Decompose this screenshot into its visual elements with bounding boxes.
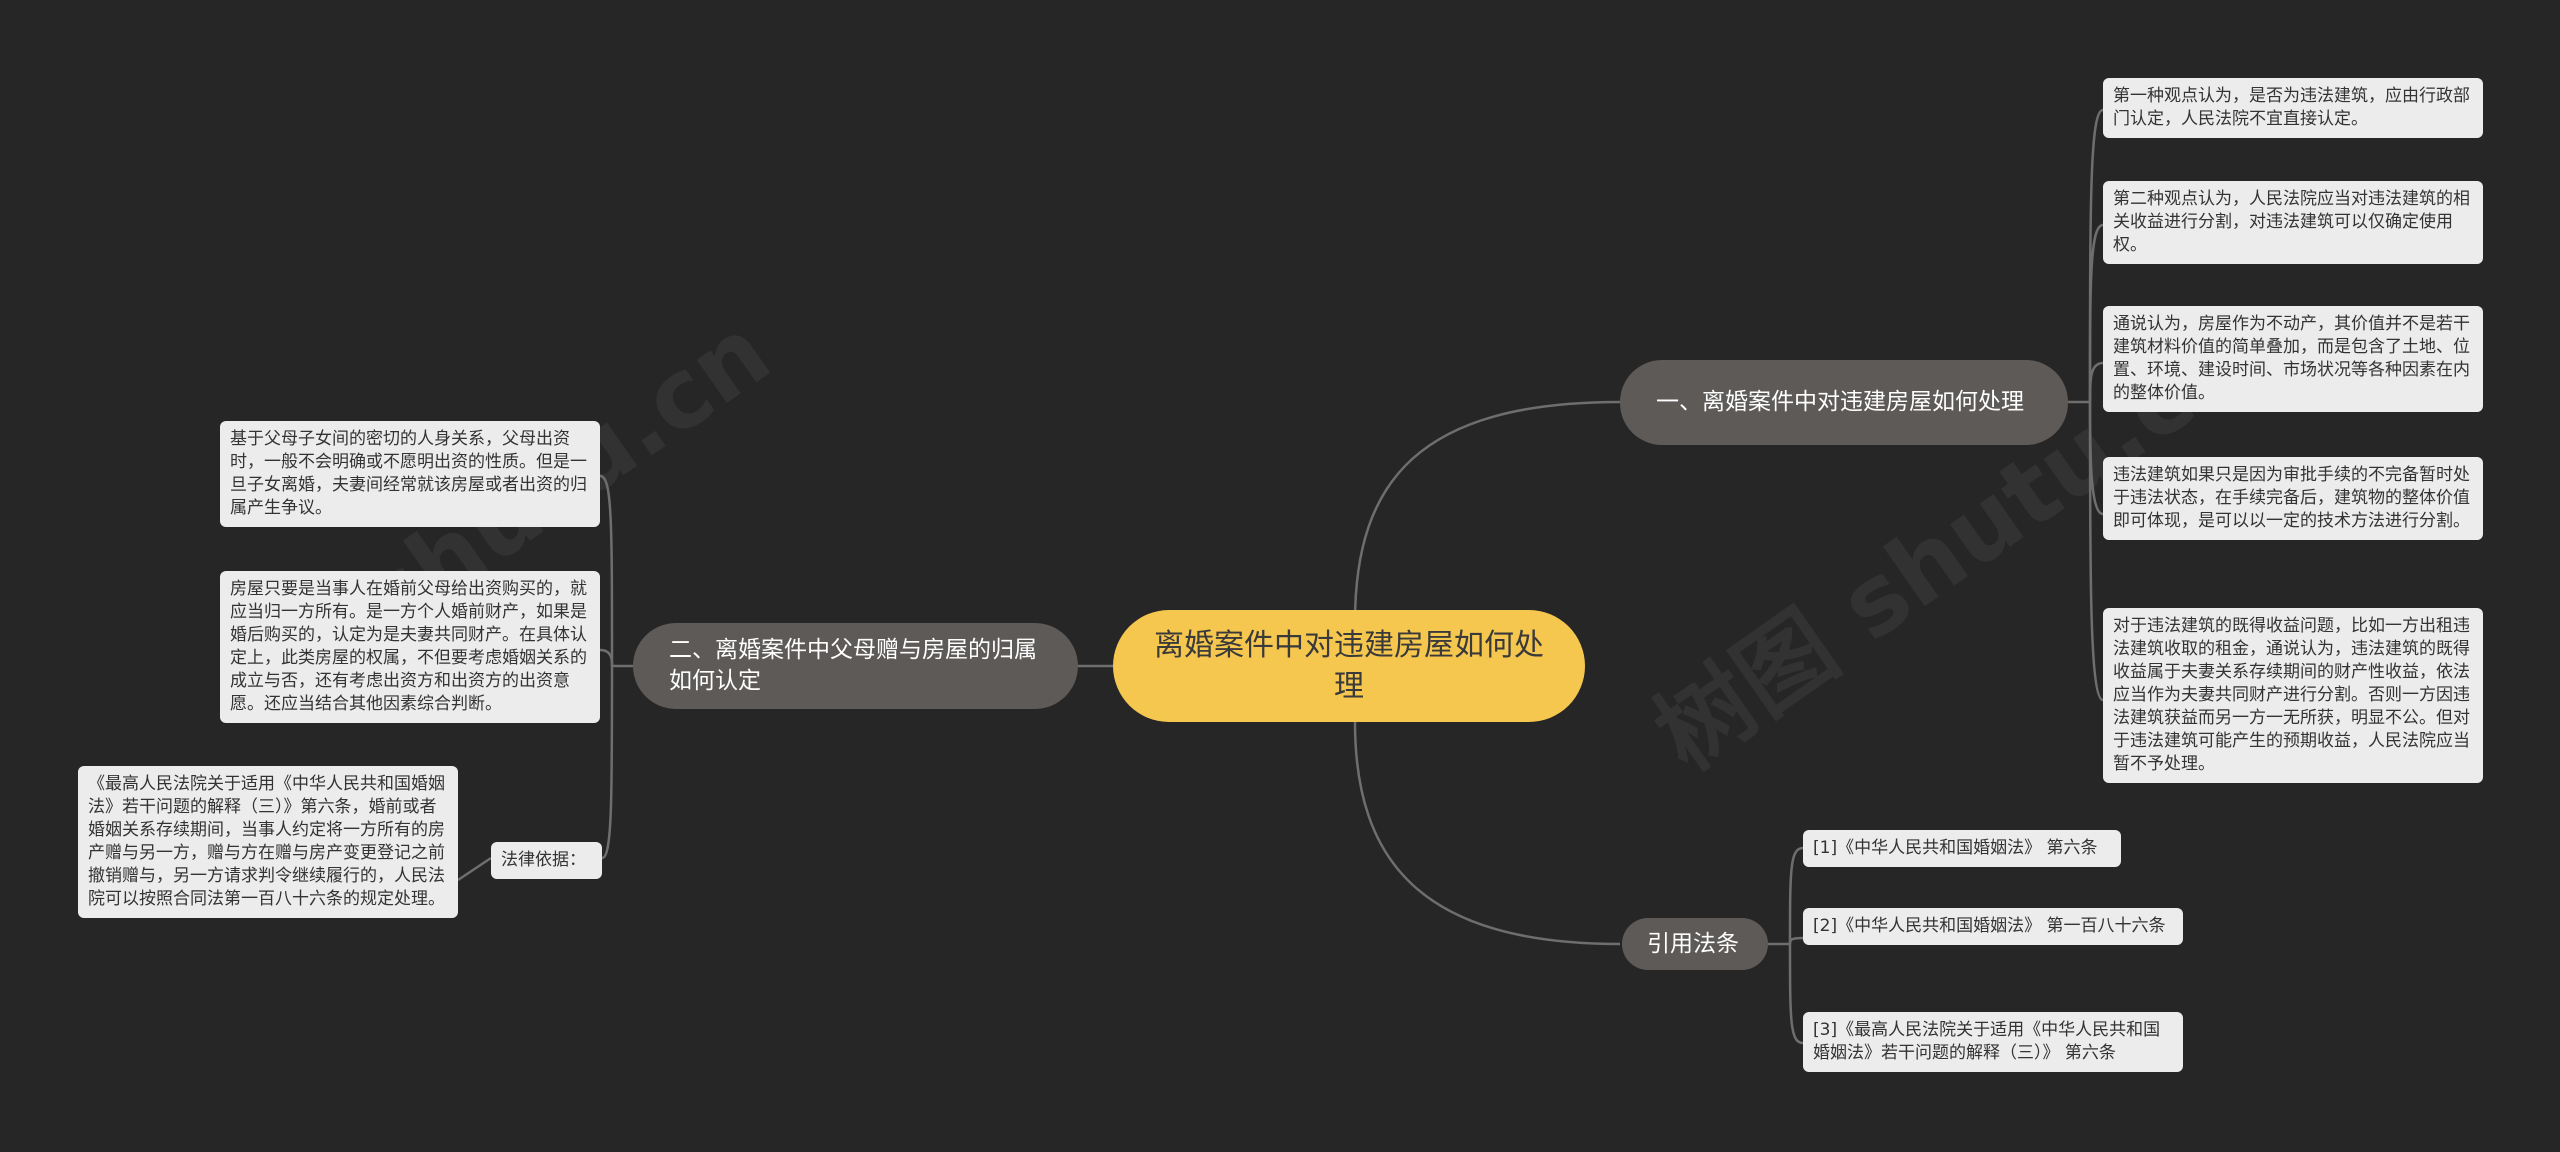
leaf-premarital-purchase[interactable]: 房屋只要是当事人在婚前父母给出资购买的，就应当归一方所有。是一方个人婚前财产，如… xyxy=(220,571,600,723)
leaf-common-view[interactable]: 通说认为，房屋作为不动产，其价值并不是若干建筑材料价值的简单叠加，而是包含了土地… xyxy=(2103,306,2483,412)
leaf-parent-relationship[interactable]: 基于父母子女间的密切的人身关系，父母出资时，一般不会明确或不愿明出资的性质。但是… xyxy=(220,421,600,527)
edge-branch1-leaf2 xyxy=(2088,223,2104,403)
legal-basis-label[interactable]: 法律依据： xyxy=(491,842,602,879)
edge-branch1-leaf5 xyxy=(2088,401,2104,702)
leaf-view-1[interactable]: 第一种观点认为，是否为违法建筑，应由行政部门认定，人民法院不宜直接认定。 xyxy=(2103,78,2483,138)
edge-root-branch1 xyxy=(1353,400,1621,623)
leaf-income[interactable]: 对于违法建筑的既得收益问题，比如一方出租违法建筑收取的租金，通说认为，违法建筑的… xyxy=(2103,608,2483,783)
branch-cited-laws[interactable]: 引用法条 xyxy=(1622,918,1768,970)
branch-parental-gift[interactable]: 二、离婚案件中父母赠与房屋的归属如何认定 xyxy=(633,623,1078,709)
edge-legal-text xyxy=(457,856,492,882)
leaf-procedure[interactable]: 违法建筑如果只是因为审批手续的不完备暂时处于违法状态，在手续完备后，建筑物的整体… xyxy=(2103,457,2483,540)
edge-branch1-leaf4 xyxy=(2088,401,2104,516)
leaf-view-2[interactable]: 第二种观点认为，人民法院应当对违法建筑的相关收益进行分割，对违法建筑可以仅确定使… xyxy=(2103,181,2483,264)
legal-basis-text[interactable]: 《最高人民法院关于适用《中华人民共和国婚姻法》若干问题的解释（三）》第六条，婚前… xyxy=(78,766,458,918)
edge-branch3-leaf1 xyxy=(1788,846,1804,945)
root-topic[interactable]: 离婚案件中对违建房屋如何处理 xyxy=(1113,610,1585,722)
edge-branch2-legal xyxy=(601,665,614,860)
cited-law-1[interactable]: [1]《中华人民共和国婚姻法》 第六条 xyxy=(1803,830,2121,867)
branch-illegal-building[interactable]: 一、离婚案件中对违建房屋如何处理 xyxy=(1620,360,2068,445)
edge-branch1-leaf3 xyxy=(2088,361,2104,403)
edge-branch3-leaf3 xyxy=(1788,943,1804,1045)
cited-law-3[interactable]: [3]《最高人民法院关于适用《中华人民共和国婚姻法》若干问题的解释（三）》 第六… xyxy=(1803,1012,2183,1072)
edge-branch2-leaf1 xyxy=(599,474,614,667)
edge-root-branch3 xyxy=(1353,721,1621,946)
edge-branch3-leaf2 xyxy=(1788,936,1804,945)
cited-law-2[interactable]: [2]《中华人民共和国婚姻法》 第一百八十六条 xyxy=(1803,908,2183,945)
edge-branch2-leaf2 xyxy=(599,648,614,667)
